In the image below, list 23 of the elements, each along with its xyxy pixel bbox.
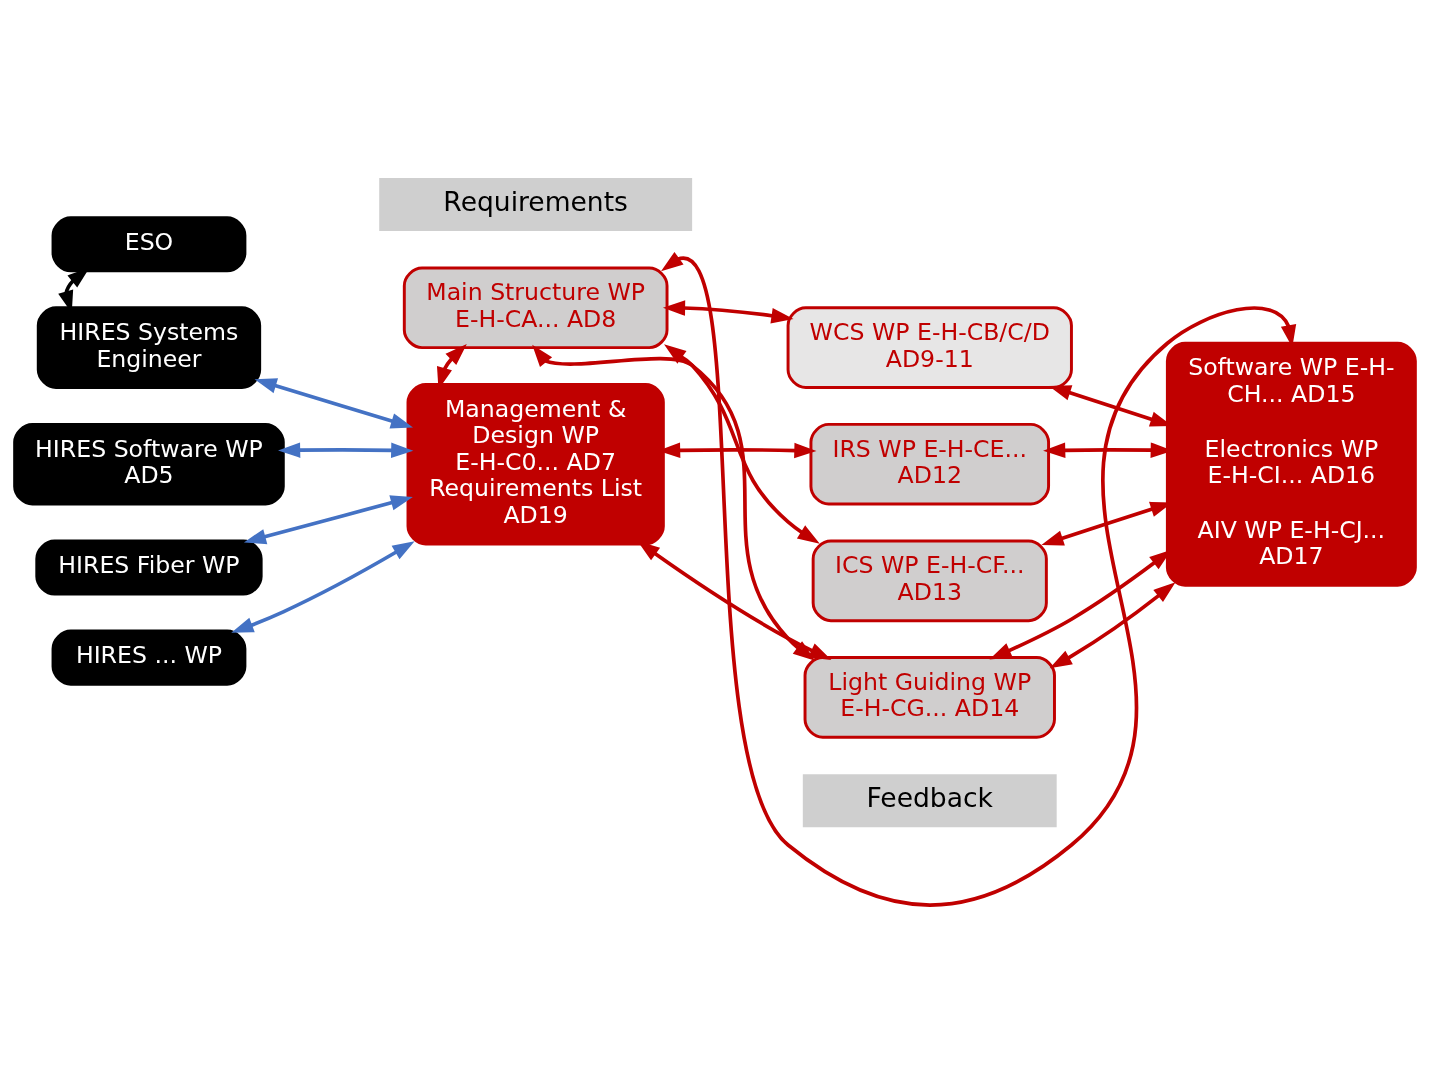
arrow bbox=[231, 540, 415, 633]
arrow bbox=[278, 441, 414, 458]
arrow bbox=[532, 344, 816, 661]
arrow bbox=[662, 299, 794, 323]
node-box: Software WP E-H-CH... AD15 Electronics WP E-H-CI... AD16 AIV WP E-H-CJ... AD17 bbox=[1165, 341, 1417, 587]
arrow bbox=[664, 343, 820, 544]
arrow bbox=[661, 251, 1297, 906]
label: Feedback bbox=[866, 781, 993, 813]
node-box: HIRES ... WP bbox=[51, 629, 247, 686]
node-box: HIRES Software WP AD5 bbox=[13, 422, 285, 506]
label: Requirements bbox=[443, 185, 628, 217]
node-box: Main Structure WP E-H-CA... AD8 bbox=[402, 265, 669, 349]
node-box: Management & Design WP E-H-C0... AD7 Requirements List AD19 bbox=[406, 382, 665, 545]
arrow bbox=[254, 377, 413, 428]
node-box: HIRES Systems Engineer bbox=[36, 305, 262, 389]
node-box: Light Guiding WP E-H-CG... AD14 bbox=[803, 655, 1056, 739]
arrow bbox=[1049, 581, 1176, 668]
node-box: IRS WP E-H-CE... AD12 bbox=[809, 422, 1051, 506]
node-box: ICS WP E-H-CF... AD13 bbox=[811, 539, 1048, 622]
node-box: HIRES Fiber WP bbox=[35, 539, 263, 596]
node-box: WCS WP E-H-CB/C/D AD9-11 bbox=[786, 305, 1073, 389]
arrow bbox=[243, 494, 413, 544]
node-box: ESO bbox=[51, 215, 247, 272]
